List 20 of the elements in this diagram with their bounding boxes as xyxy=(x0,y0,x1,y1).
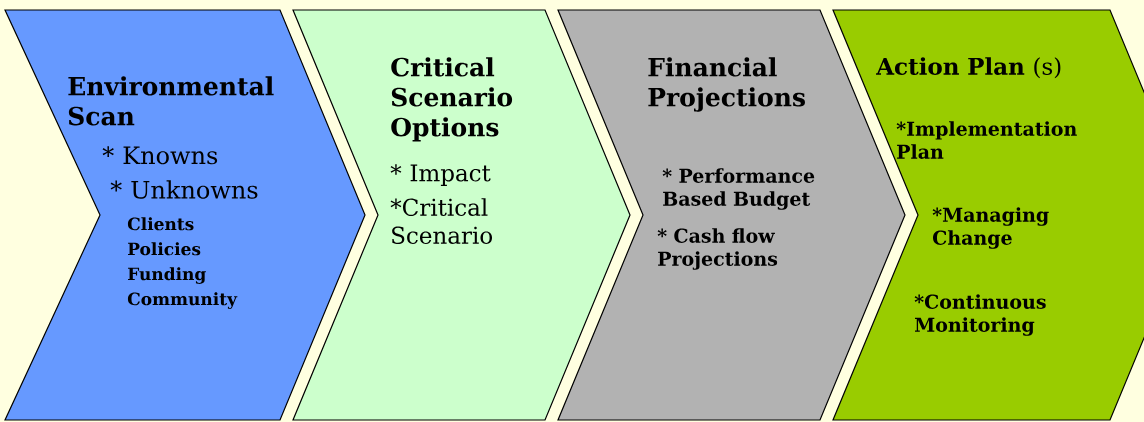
process-step xyxy=(832,9,1144,421)
heading: Financial Projections xyxy=(648,57,805,112)
bullet-text: * Unknowns xyxy=(110,180,258,199)
bullet-text: Funding xyxy=(128,267,206,284)
bullet-text: * Knowns xyxy=(102,146,218,165)
bullet-text: * Performance Based Budget xyxy=(662,168,815,210)
bullet-text: *Managing Change xyxy=(932,207,1049,249)
bullet-text: Community xyxy=(127,292,238,309)
bullet-text: * Impact xyxy=(390,164,491,187)
heading: Critical Scenario Options xyxy=(391,57,513,142)
process-step xyxy=(292,9,631,421)
bullet-text: Clients xyxy=(127,217,194,231)
bullet-text: * Cash flow Projections xyxy=(657,228,778,270)
bullet-text: *Continuous Monitoring xyxy=(914,294,1046,336)
bullet-text: *Critical Scenario xyxy=(390,198,492,244)
heading: Environmental Scan xyxy=(68,76,274,126)
heading: Action Plan (s) xyxy=(876,57,1061,79)
bullet-text: *Implementation Plan xyxy=(896,121,1077,159)
process-step xyxy=(4,9,366,421)
bullet-text: Policies xyxy=(128,242,201,256)
